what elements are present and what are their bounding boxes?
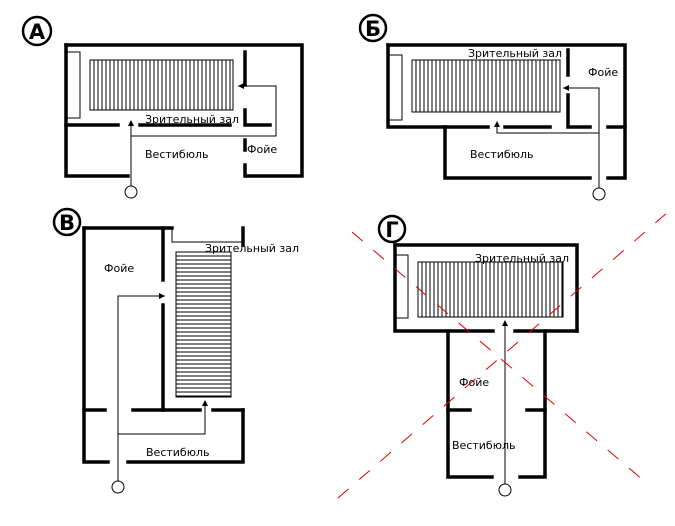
plan-b-stage — [388, 54, 403, 121]
plan-a-letter-circle — [21, 15, 53, 47]
plan-g-walls — [393, 243, 579, 479]
plan-a: А Зрительный зал Вестибюль Фойе — [21, 15, 304, 199]
plan-a-seating-rows — [93, 60, 231, 110]
plan-g-letter: Г — [385, 218, 398, 242]
plan-b-seating-rows — [415, 60, 557, 112]
plan-b-hall-label: Зрительный зал — [468, 47, 562, 60]
plan-v-foyer-label: Фойе — [104, 262, 134, 275]
plan-g-hall-label: Зрительный зал — [475, 252, 569, 265]
plan-a-walls — [64, 43, 304, 178]
plan-v-letter-circle — [52, 207, 82, 237]
plan-g-stage — [395, 254, 409, 319]
plan-b-route — [494, 85, 606, 201]
plan-g-route — [498, 320, 512, 497]
plan-v-lobby-label: Вестибюль — [146, 446, 209, 459]
plan-b-letter: Б — [365, 17, 381, 41]
plan-a-letter: А — [29, 20, 46, 44]
plan-g-letter-circle — [377, 214, 407, 244]
plan-v-letter: В — [59, 211, 75, 235]
plan-v-stage — [171, 228, 243, 243]
plan-g-foyer-label: Фойе — [459, 376, 489, 389]
plan-b: Б Зрительный зал Фойе Вестибюль — [358, 13, 627, 201]
plan-g-seating-rows — [421, 262, 563, 317]
plan-b-lobby-label: Вестибюль — [470, 148, 533, 161]
plan-g: Г Зрительный зал Фойе Вестибюль — [337, 211, 669, 499]
plan-b-foyer-label: Фойе — [588, 66, 618, 79]
plan-a-hall-label: Зрительный зал — [145, 113, 239, 126]
plan-a-route — [124, 83, 277, 199]
plan-b-seating — [411, 59, 561, 113]
plan-g-lobby-label: Вестибюль — [452, 439, 515, 452]
plan-a-lobby-label: Вестибюль — [145, 148, 208, 161]
plan-v-route — [111, 293, 208, 494]
plan-b-letter-circle — [358, 13, 388, 43]
plan-a-stage — [66, 51, 81, 119]
plan-v-seating-rows — [176, 255, 231, 397]
plan-v-hall-label: Зрительный зал — [205, 242, 299, 255]
plan-v: В Зрительный зал Фойе Вестибюль — [52, 207, 299, 494]
plan-g-cross-out — [337, 211, 669, 499]
plan-b-walls — [386, 43, 627, 180]
plan-a-foyer-label: Фойе — [247, 143, 277, 156]
plan-v-walls — [82, 226, 245, 464]
